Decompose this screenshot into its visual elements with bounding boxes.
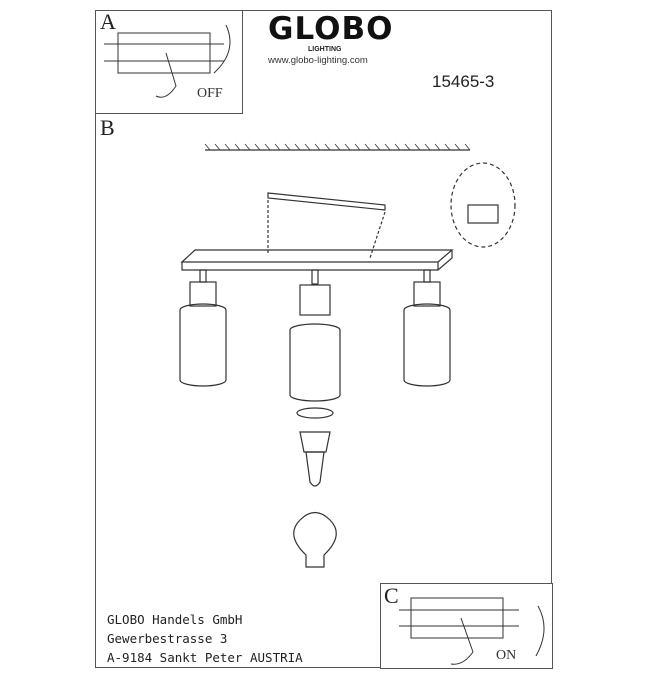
lamp-left xyxy=(179,269,227,387)
brand-sub: LIGHTING xyxy=(308,46,342,53)
lamp-right xyxy=(403,269,451,387)
brand-logo: GLOBO xyxy=(268,11,394,47)
model-number: 15465-3 xyxy=(432,72,495,91)
panel-c-state: ON xyxy=(496,648,517,663)
panel-a-state: OFF xyxy=(197,86,223,101)
address-line-1: GLOBO Handels GmbH xyxy=(107,612,243,627)
panel-a xyxy=(95,10,243,114)
lamp-middle xyxy=(289,269,341,568)
ceiling-hatch xyxy=(204,143,471,151)
panel-c xyxy=(380,583,553,669)
mounting-bracket xyxy=(267,192,386,211)
page-frame xyxy=(95,10,552,668)
wiring-detail xyxy=(450,162,516,248)
panel-a-label: A xyxy=(100,9,116,34)
address-line-3: A-9184 Sankt Peter AUSTRIA xyxy=(107,650,303,665)
panel-c-label: C xyxy=(384,583,399,608)
brand-url: www.globo-lighting.com xyxy=(268,55,368,66)
canopy-bar xyxy=(180,249,454,271)
panel-b-label: B xyxy=(100,115,115,140)
address-line-2: Gewerbestrasse 3 xyxy=(107,631,228,646)
